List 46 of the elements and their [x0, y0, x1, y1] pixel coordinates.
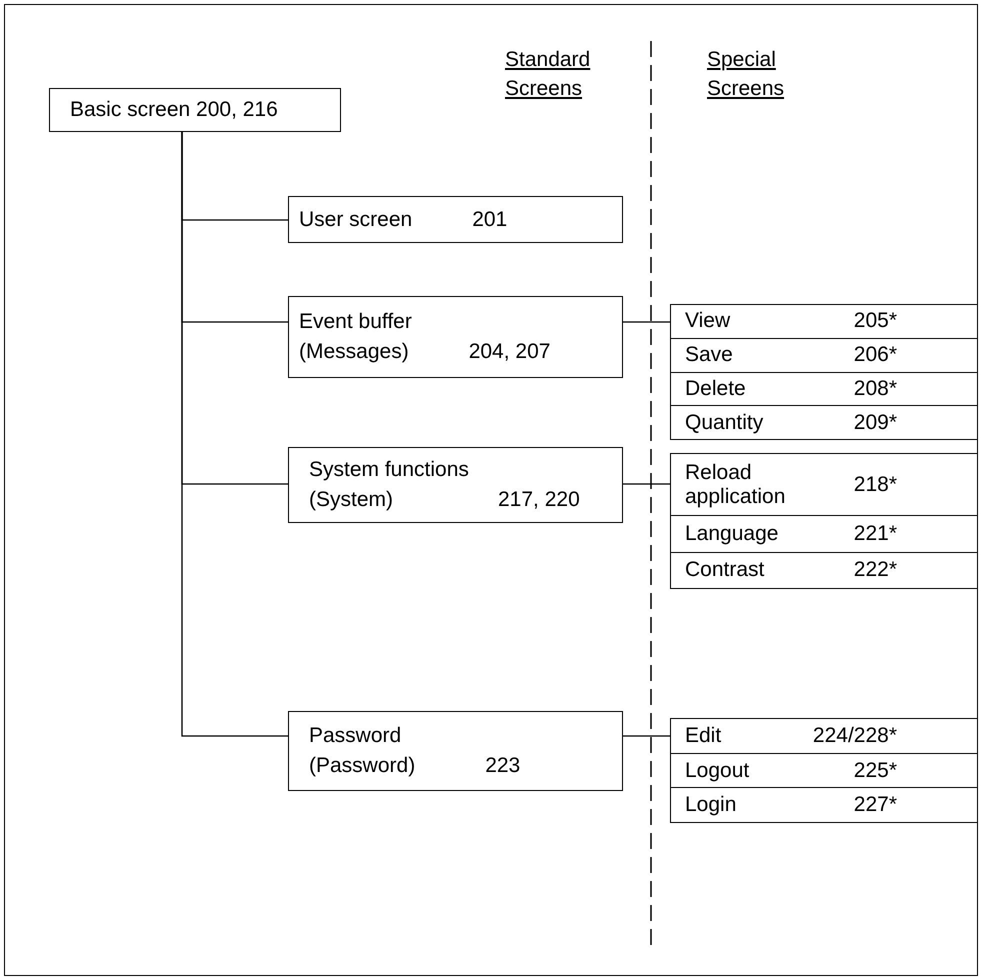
connector-line — [623, 321, 670, 323]
screen-name: Edit — [685, 724, 722, 748]
screen-title: Event buffer — [299, 309, 412, 335]
screen-box — [288, 711, 623, 791]
column-heading: Special Screens — [707, 47, 786, 102]
sub-screen-list — [670, 304, 978, 440]
screen-name: Contrast — [685, 558, 764, 582]
screen-box — [49, 88, 341, 132]
screen-info: 204, 207 — [468, 339, 550, 365]
screen-name: Logout — [685, 758, 750, 782]
screen-title: System functions — [309, 457, 469, 483]
screen-info: 217, 220 — [498, 487, 580, 513]
screen-number: 206* — [854, 343, 897, 368]
screen-title: Basic screen 200, 216 — [70, 97, 278, 123]
connector-line — [181, 132, 288, 737]
screen-title: Password — [309, 723, 402, 749]
screen-name: Language — [685, 522, 778, 546]
sub-screen-list — [670, 453, 978, 589]
screen-name: Reload application — [685, 460, 786, 509]
column-heading: Standard Screens — [505, 47, 592, 102]
screen-name: Delete — [685, 376, 746, 401]
connector-line — [623, 735, 670, 737]
screen-number: 224/228* — [812, 724, 897, 748]
screen-number: 208* — [854, 376, 897, 401]
screen-name: Quantity — [685, 410, 764, 435]
screen-info: (Messages) — [299, 339, 409, 365]
screen-title: User screen — [299, 206, 412, 232]
screen-info: 223 — [485, 753, 520, 779]
screen-name: Login — [685, 793, 736, 818]
screen-info: (Password) — [309, 753, 416, 779]
screen-box — [288, 296, 623, 378]
screen-info: 201 — [472, 206, 508, 232]
screen-number: 225* — [854, 758, 897, 782]
connector-line — [623, 483, 670, 485]
screen-number: 227* — [854, 793, 897, 818]
screen-name: Save — [685, 343, 733, 368]
screen-name: View — [685, 309, 730, 334]
sub-screen-list — [670, 718, 978, 823]
screen-number: 221* — [854, 522, 897, 546]
screen-info: (System) — [309, 487, 393, 513]
screen-box — [288, 196, 623, 243]
screen-number: 205* — [854, 309, 897, 334]
screen-number: 209* — [854, 410, 897, 435]
screen-number: 218* — [854, 472, 897, 497]
screen-number: 222* — [854, 558, 897, 582]
screen-box — [288, 447, 623, 523]
